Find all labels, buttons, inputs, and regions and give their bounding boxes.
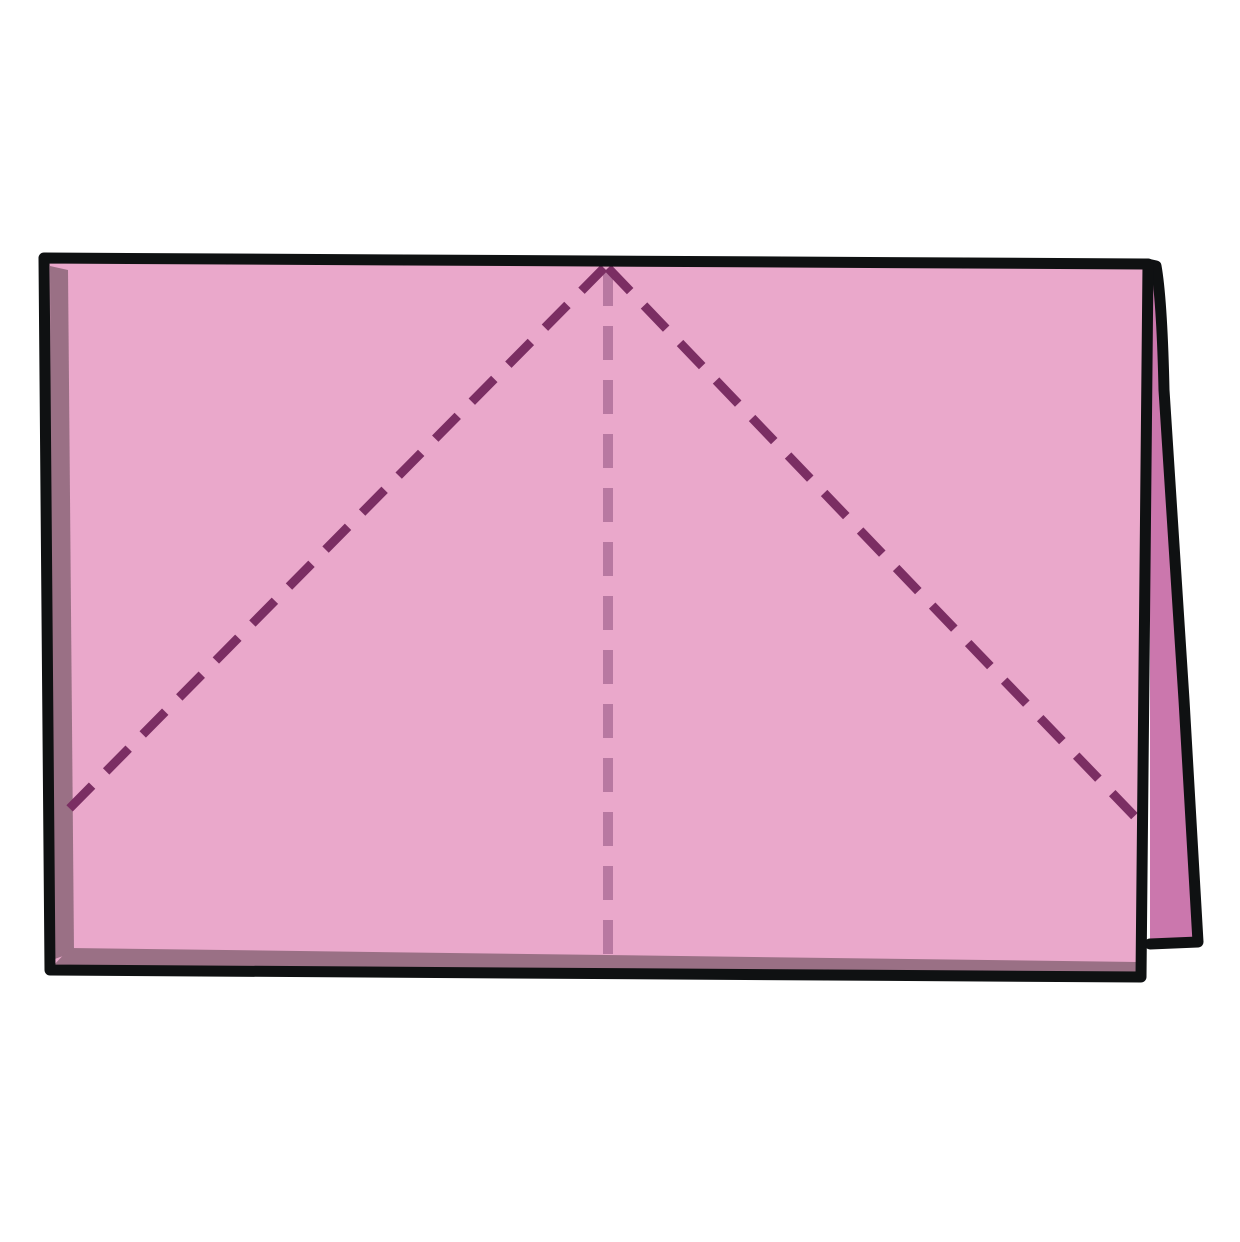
paper-front-face [44,260,1148,975]
left-diagonal-fold [62,264,608,816]
edge-shadow-left [50,266,74,960]
right-diagonal-fold [604,264,1144,826]
back-flap-outline [1141,258,1204,950]
paper-outline [38,252,1154,983]
